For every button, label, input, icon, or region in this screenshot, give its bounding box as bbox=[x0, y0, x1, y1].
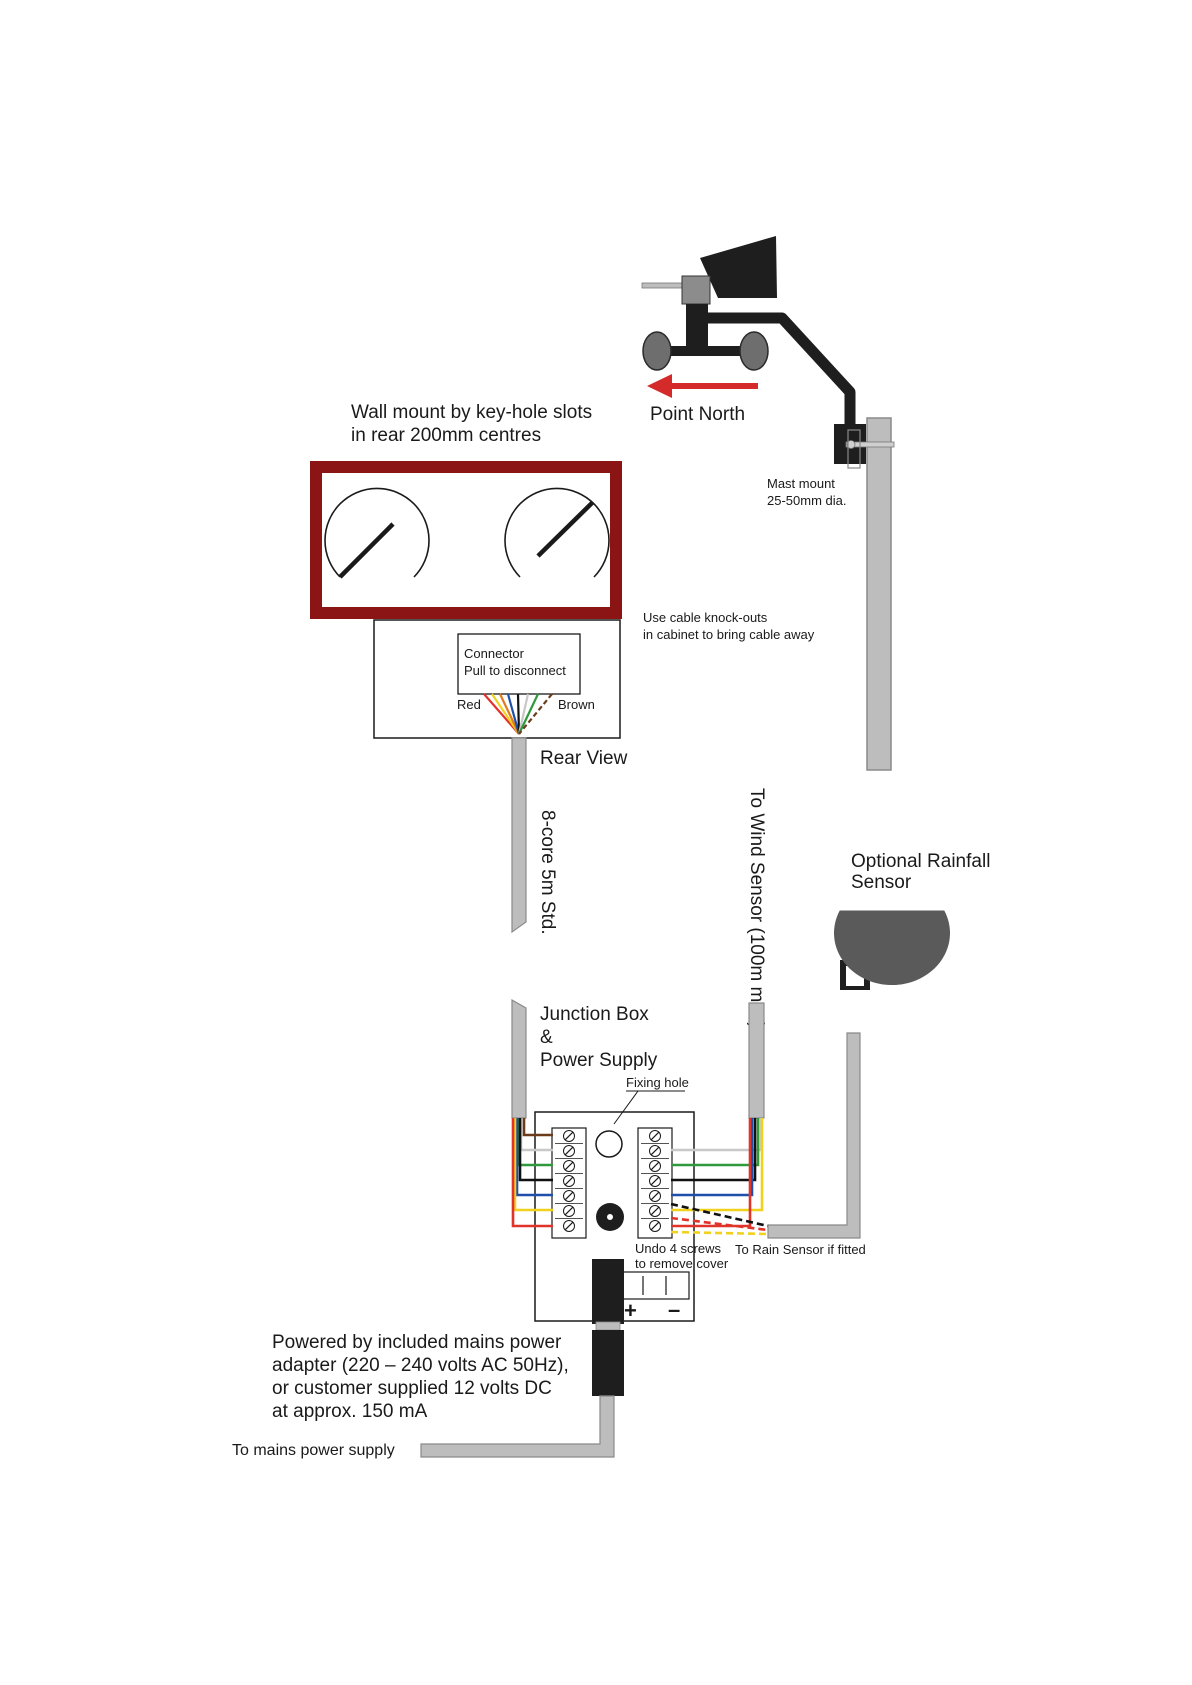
dial-gauge-icon bbox=[324, 487, 430, 579]
screw-terminal-icon bbox=[563, 1160, 575, 1172]
knockouts-label: Use cable knock-outs bbox=[643, 610, 768, 625]
screw-terminal-icon bbox=[563, 1220, 575, 1232]
screw-terminal-icon bbox=[649, 1175, 661, 1187]
rainfall-label: Optional Rainfall bbox=[851, 851, 990, 872]
to-rain-sensor-label: To Rain Sensor if fitted bbox=[735, 1242, 866, 1257]
screw-terminal-icon bbox=[563, 1190, 575, 1202]
screw-terminal-icon bbox=[649, 1145, 661, 1157]
powered-adapter-label: adapter (220 – 240 volts AC 50Hz), bbox=[272, 1355, 569, 1376]
wall-mount-centres-label: in rear 200mm centres bbox=[351, 425, 541, 446]
screw-terminal-icon bbox=[563, 1175, 575, 1187]
powered-label: Powered by included mains power bbox=[272, 1332, 562, 1353]
power-plug-joint bbox=[595, 1321, 621, 1331]
connector bbox=[457, 633, 581, 695]
remove-cover-label: to remove cover bbox=[635, 1256, 729, 1271]
power-supply-label: Power Supply bbox=[540, 1050, 658, 1071]
powered-dc-label: or customer supplied 12 volts DC bbox=[272, 1378, 552, 1399]
cable-8core bbox=[511, 737, 527, 934]
mast-pole bbox=[866, 417, 892, 771]
wind-vane-icon bbox=[700, 236, 777, 298]
anemometer-body bbox=[686, 304, 708, 354]
mast-mount-dia-label: 25-50mm dia. bbox=[767, 493, 846, 508]
grommet-centre bbox=[607, 1214, 613, 1220]
mast-bolt-lower bbox=[847, 429, 861, 469]
wind-sensor-cable bbox=[748, 1002, 765, 1119]
wall-mount-label: Wall mount by key-hole slots bbox=[351, 402, 592, 423]
undo-screws-label: Undo 4 screws bbox=[635, 1241, 721, 1256]
cup-arm bbox=[660, 346, 740, 356]
mast-mount-label: Mast mount bbox=[767, 476, 835, 491]
knockouts-cabinet-label: in cabinet to bring cable away bbox=[643, 627, 815, 642]
to-wind-sensor-label: To Wind Sensor (100m max) bbox=[746, 788, 767, 1029]
sensor-arm bbox=[698, 312, 856, 432]
screw-terminal-icon bbox=[649, 1190, 661, 1202]
junction-wires-right bbox=[671, 1118, 764, 1228]
rain-sensor-cable bbox=[767, 1032, 861, 1239]
screw-terminal-icon bbox=[563, 1145, 575, 1157]
screw-terminal-icon bbox=[649, 1160, 661, 1172]
wire-brown-label: Brown bbox=[558, 697, 595, 712]
to-mains-label: To mains power supply bbox=[232, 1442, 395, 1459]
mast-bolt-head bbox=[846, 440, 856, 449]
connector-label: Connector bbox=[464, 646, 525, 661]
powered-current-label: at approx. 150 mA bbox=[272, 1401, 428, 1422]
vane-hub bbox=[681, 275, 711, 305]
rainfall-sensor-label: Sensor bbox=[851, 872, 912, 893]
power-terminal-block bbox=[621, 1271, 690, 1300]
anemometer-cup-icon bbox=[739, 331, 769, 371]
cable-8core-lower bbox=[511, 998, 527, 1119]
compass-arrow-icon bbox=[647, 374, 758, 398]
rain-gauge-icon bbox=[834, 907, 950, 990]
screw-terminal-icon bbox=[563, 1130, 575, 1142]
power-plug-upper bbox=[592, 1259, 624, 1324]
cable-8core-label: 8-core 5m Std. bbox=[537, 810, 558, 935]
vane-pointer bbox=[641, 282, 683, 289]
junction-box-label: Junction Box bbox=[540, 1004, 649, 1025]
screw-terminal-icon bbox=[649, 1130, 661, 1142]
connector-pull-label: Pull to disconnect bbox=[464, 663, 566, 678]
screw-terminal-icon bbox=[649, 1220, 661, 1232]
fixing-hole bbox=[595, 1130, 623, 1158]
mast-bolt-top bbox=[845, 441, 895, 448]
wind-sensor bbox=[641, 236, 895, 771]
wire-fan bbox=[483, 693, 553, 735]
mains-cable bbox=[420, 1395, 615, 1458]
dial-gauge-icon bbox=[504, 487, 610, 578]
anemometer-cup-icon bbox=[642, 331, 672, 371]
display-face bbox=[322, 473, 610, 607]
screw-terminal-icon bbox=[649, 1205, 661, 1217]
screw-terminal-icon bbox=[563, 1205, 575, 1217]
rain-sensor-wires bbox=[670, 1202, 769, 1236]
junction-ampersand-label: & bbox=[540, 1027, 553, 1048]
rear-view-label: Rear View bbox=[540, 748, 628, 769]
point-north-label: Point North bbox=[650, 404, 745, 425]
fixing-hole-label: Fixing hole bbox=[626, 1075, 689, 1090]
plus-terminal-label: + bbox=[624, 1298, 637, 1323]
junction-wires-left bbox=[511, 1118, 553, 1228]
wire-red-label: Red bbox=[457, 697, 481, 712]
power-plug-lower bbox=[592, 1330, 624, 1396]
minus-terminal-label: – bbox=[668, 1297, 680, 1322]
